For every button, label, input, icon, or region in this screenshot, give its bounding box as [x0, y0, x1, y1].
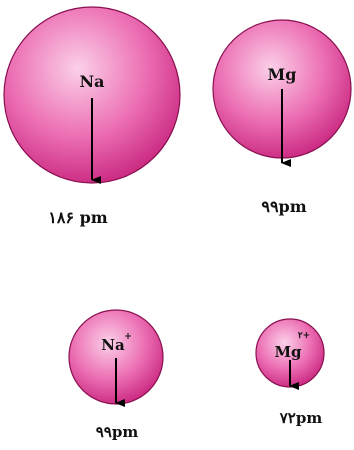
na-ion-radius-label: ۹۹pm: [96, 423, 139, 441]
na-ion-group: Na + ۹۹pm: [68, 309, 164, 441]
mg-atom-radius-label: ۹۹pm: [261, 197, 306, 216]
na-atom-symbol: Na: [80, 72, 105, 91]
mg-atom-group: Mg ۹۹pm: [212, 19, 352, 216]
na-ion-charge: +: [124, 332, 132, 342]
mg-ion-symbol: Mg: [274, 343, 302, 361]
mg-ion-group: Mg ۲+ ۷۲pm: [255, 318, 325, 427]
mg-atom-symbol: Mg: [268, 65, 297, 84]
na-ion-symbol: Na: [101, 336, 125, 354]
mg-ion-charge: ۲+: [298, 331, 310, 341]
na-atom-group: Na ۱۸۶ pm: [3, 6, 181, 227]
na-atom-radius-label: ۱۸۶ pm: [48, 208, 108, 227]
mg-ion-radius-label: ۷۲pm: [279, 409, 323, 427]
